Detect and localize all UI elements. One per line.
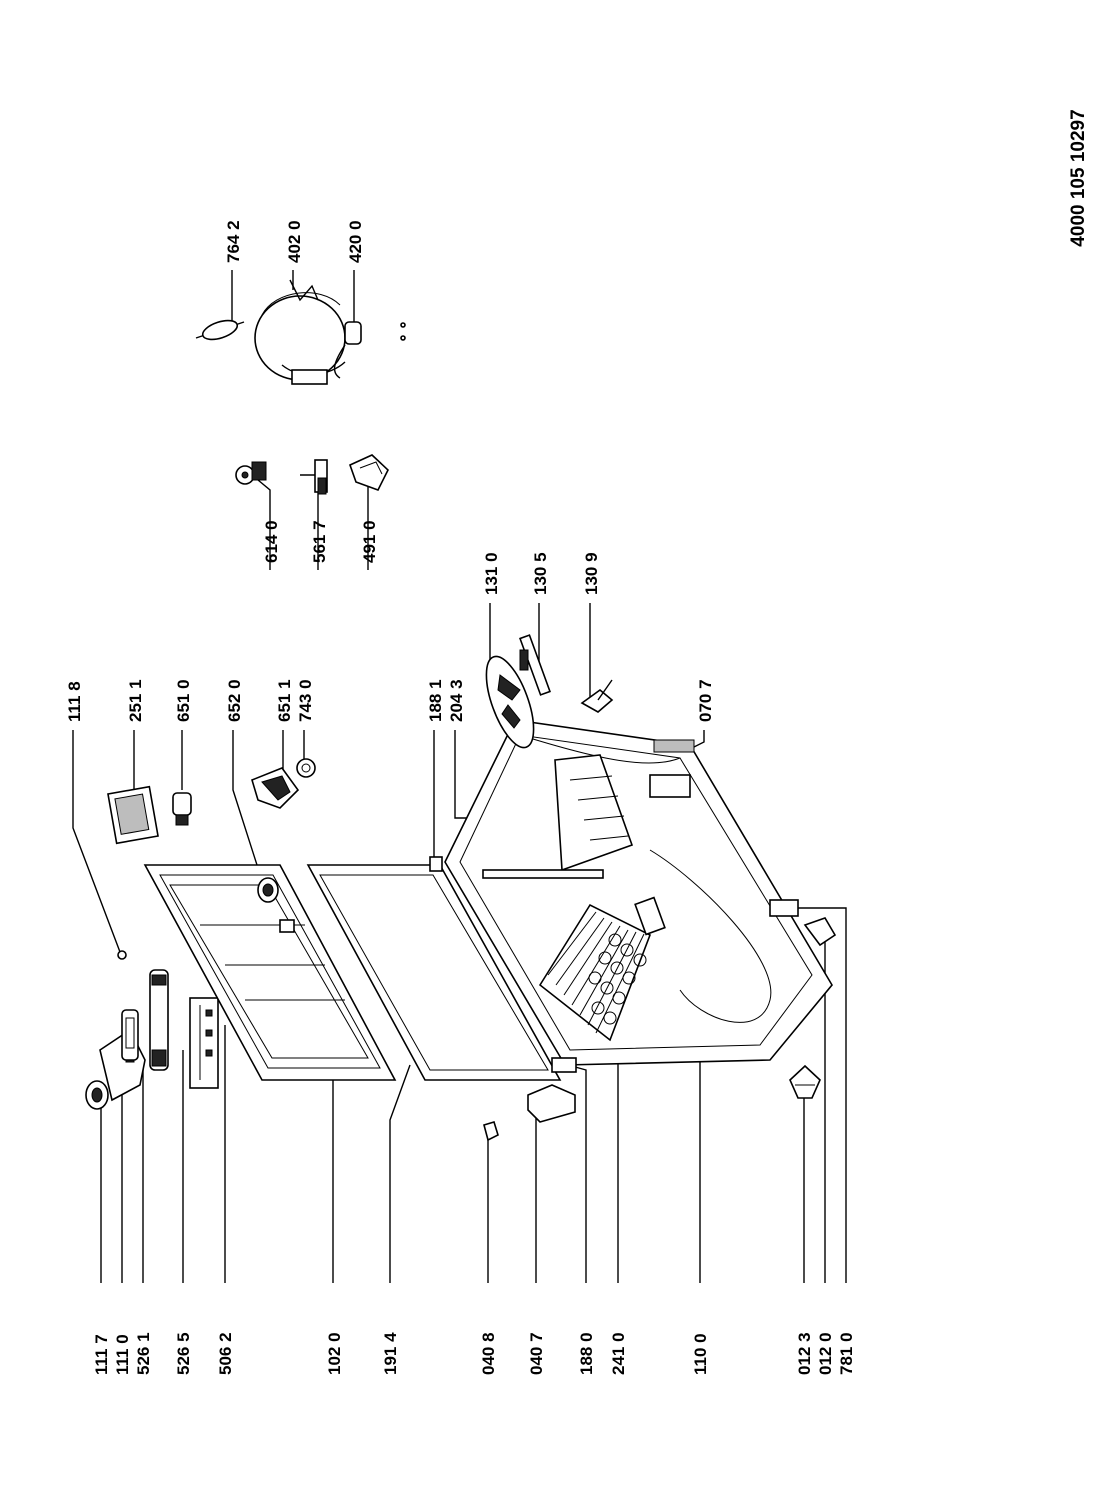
label-130-9: 130 9 xyxy=(582,552,601,595)
drain-plug-130-9 xyxy=(580,679,614,713)
switch-bar-526-5 xyxy=(149,969,169,1071)
basket-handle-110-0 xyxy=(634,896,666,936)
label-764-2: 764 2 xyxy=(224,220,243,263)
label-651-1: 651 1 xyxy=(275,679,294,722)
starter-420-0 xyxy=(333,321,406,379)
left-labels: 111 7 111 0 526 1 526 5 506 2 102 0 191 … xyxy=(92,1332,856,1375)
label-526-1: 526 1 xyxy=(134,1332,153,1375)
leader-lines xyxy=(72,270,847,1283)
knob-111-7 xyxy=(85,1080,109,1110)
clip-040-8 xyxy=(483,1121,499,1142)
bracket-040-7 xyxy=(527,1084,576,1123)
label-241-0: 241 0 xyxy=(609,1332,628,1375)
filter-drier-764-2 xyxy=(195,319,245,341)
lamp-651-0 xyxy=(172,792,192,826)
label-651-0: 651 0 xyxy=(174,679,193,722)
label-561-7: 561 7 xyxy=(310,520,329,563)
label-204-3: 204 3 xyxy=(447,679,466,722)
cover-491-0 xyxy=(349,454,389,491)
top-labels: 111 8 251 1 651 0 652 0 651 1 743 0 188 … xyxy=(65,220,715,722)
label-402-0: 402 0 xyxy=(285,220,304,263)
lid-102-0 xyxy=(143,864,397,1081)
panel-251-1 xyxy=(107,785,159,845)
label-491-0: 491 0 xyxy=(360,520,379,563)
basket-241-0 xyxy=(538,903,652,1042)
drain-cover-131-0 xyxy=(485,655,535,749)
label-012-3: 012 3 xyxy=(795,1332,814,1375)
document-number: 4000 105 10297 xyxy=(1068,109,1089,246)
label-743-0: 743 0 xyxy=(296,679,315,722)
bracket-012-3 xyxy=(789,1064,821,1099)
label-111-8: 111 8 xyxy=(65,681,84,722)
label-130-5: 130 5 xyxy=(531,552,550,595)
label-526-5: 526 5 xyxy=(174,1332,193,1375)
label-110-0: 110 0 xyxy=(691,1333,710,1375)
label-652-0: 652 0 xyxy=(225,679,244,722)
panel-506-2 xyxy=(189,997,219,1089)
light-bar-526-1 xyxy=(121,1009,139,1061)
lamp-socket-651-1 xyxy=(251,767,300,809)
label-040-8: 040 8 xyxy=(479,1332,498,1375)
label-251-1: 251 1 xyxy=(126,679,145,722)
label-420-0: 420 0 xyxy=(346,220,365,263)
label-111-0: 111 0 xyxy=(113,1334,132,1375)
label-506-2: 506 2 xyxy=(216,1332,235,1375)
label-188-0: 188 0 xyxy=(577,1332,596,1375)
gasket-191-4 xyxy=(306,864,562,1081)
compressor-402-0 xyxy=(254,279,346,385)
label-188-1: 188 1 xyxy=(426,679,445,722)
label-131-0: 131 0 xyxy=(482,552,501,595)
label-070-7: 070 7 xyxy=(696,679,715,722)
small-cap-111-8 xyxy=(117,950,127,960)
thermostat-561-7 xyxy=(300,459,328,495)
label-781-0: 781 0 xyxy=(837,1332,856,1375)
cabinet xyxy=(429,719,837,1073)
lamp-cover-743-0 xyxy=(296,758,316,778)
label-102-0: 102 0 xyxy=(325,1332,344,1375)
label-614-0: 614 0 xyxy=(262,520,281,563)
label-040-7: 040 7 xyxy=(527,1332,546,1375)
relay-614-0 xyxy=(235,461,267,485)
drain-bar-130-5 xyxy=(519,634,551,696)
label-191-4: 191 4 xyxy=(381,1332,400,1375)
label-111-7: 111 7 xyxy=(92,1334,111,1375)
label-012-0: 012 0 xyxy=(816,1332,835,1375)
